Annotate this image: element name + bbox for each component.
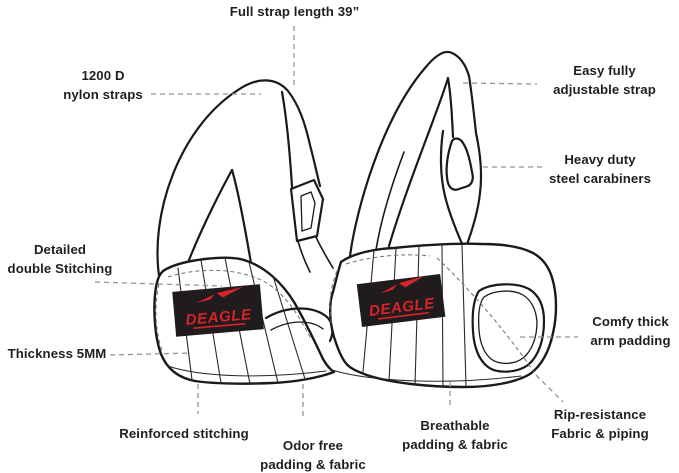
right-strap-inner-edge-left [387,76,450,248]
eagle-wing-icon [398,275,425,288]
carabiner-strap-edge-left [439,129,465,248]
left-strap-loop [156,79,334,284]
label-odor-free: Odor free padding & fabric [260,438,366,472]
label-full-strap-length: Full strap length 39” [229,4,360,19]
leader-double-stitching [94,281,223,287]
right-strap-outline [348,50,471,258]
pad-seam-dashed [155,283,164,354]
stitch-line [461,244,467,387]
eagle-wing-icon [196,294,215,303]
brand-underline [378,311,429,320]
label-breathable: Breathable padding & fabric [402,418,508,452]
label-thickness: Thickness 5MM [7,346,107,361]
pad-piping [167,365,327,377]
label-rip-resistance: Rip-resistance Fabric & piping [551,407,649,441]
pad-roll-edge-inner [270,321,324,331]
eagle-wing-icon [216,286,244,298]
left-strap-inner-edge-left [187,168,234,262]
brand-logo-text: DEAGLE [185,306,253,329]
leader-adjustable-strap [462,82,538,85]
leader-thickness [109,352,192,356]
pad-seam-dashed [345,254,431,265]
stitch-line [248,261,279,384]
right-arm-pad: DEAGLE [328,242,558,389]
brand-patch: DEAGLE [172,284,264,337]
leader-lines [94,26,578,420]
label-nylon-straps: 1200 D nylon straps [63,68,143,102]
left-strap-outline [156,79,322,284]
carabiner-opening [445,137,474,191]
label-adjustable-strap: Easy fully adjustable strap [553,63,656,97]
brand-patch: DEAGLE [356,274,446,327]
right-strap-layer-line [375,151,405,251]
strap-adjuster-slot [300,191,316,232]
label-reinforced-stitching: Reinforced stitching [119,426,249,441]
left-strap-right-leg-edge [280,90,294,189]
label-arm-padding: Comfy thick arm padding [590,314,671,348]
leader-rip-resistance [535,374,564,403]
carabiner-strap-edge-right [464,131,483,249]
left-arm-pad: DEAGLE [153,256,336,385]
arm-cradle-piping [478,290,538,365]
strap-adjuster-buckle [289,178,325,243]
label-carabiners: Heavy duty steel carabiners [548,152,652,186]
right-strap-inner-edge-right [446,76,455,139]
right-strap-loop [348,50,503,290]
stitch-line [272,275,306,380]
arm-cradle-outer [471,283,546,373]
pad-seam-dashed [436,257,535,373]
label-double-stitching: Detailed double Stitching [7,242,113,276]
eagle-wing-icon [380,284,398,294]
pad-seam-dashed [329,270,338,327]
left-strap-inner-edge-right [230,168,253,265]
pad-piping [331,369,522,382]
brand-underline [193,322,246,330]
pad-seam-dashed [167,269,312,340]
